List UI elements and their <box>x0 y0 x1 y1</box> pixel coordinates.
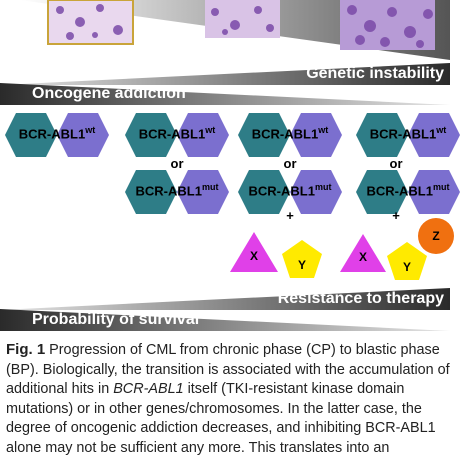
caption-gene-name: BCR-ABL1 <box>113 381 184 398</box>
oncogene-addiction-label: Oncogene addiction <box>32 85 186 102</box>
shape-y-pentagon <box>387 242 427 280</box>
resistance-to-therapy-bar: Resistance to therapy <box>0 288 450 310</box>
figure-label: Fig. 1 <box>6 341 46 358</box>
microscopy-image-ap <box>205 0 280 38</box>
bcr-abl1-mut-pair: BCR-ABL1mut <box>125 170 229 214</box>
shape-z-label: Z <box>432 229 440 243</box>
shape-y-pentagon <box>282 240 322 278</box>
plus-connector: + <box>286 208 294 223</box>
bcr-abl1-wt-pair: BCR-ABL1wt <box>238 113 342 157</box>
genetic-instability-bar: Genetic instability <box>0 63 450 85</box>
resistance-to-therapy-label: Resistance to therapy <box>277 290 444 307</box>
bcr-abl1-wt-pair: BCR-ABL1wt <box>5 113 109 157</box>
probability-of-survival-bar: Probability of survival <box>0 309 450 331</box>
bcr-abl1-mut-pair: BCR-ABL1mut <box>356 170 460 214</box>
bcr-abl1-mut-pair: BCR-ABL1mut <box>238 170 342 214</box>
probability-of-survival-label: Probability of survival <box>32 311 200 328</box>
microscopy-images-strip <box>0 0 474 60</box>
shape-y-label: Y <box>402 260 411 274</box>
caption-text-2: itself (TKI-resistant kinase domain muta… <box>6 381 436 456</box>
bcr-abl1-wt-pair: BCR-ABL1wt <box>356 113 460 157</box>
or-connector: or <box>170 156 184 171</box>
figure-caption: Fig. 1 Progression of CML from chronic p… <box>6 340 468 459</box>
shape-x-triangle <box>230 232 278 272</box>
shape-x-label: X <box>249 249 258 263</box>
shape-z-circle <box>418 218 454 254</box>
genetic-instability-label: Genetic instability <box>306 65 444 82</box>
oncogene-addiction-bar: Oncogene addiction <box>0 83 450 105</box>
shape-x-label: X <box>358 250 367 264</box>
caption-text-1: Progression of CML from chronic phase (C… <box>6 342 450 398</box>
or-connector: or <box>283 156 297 171</box>
plus-connector: + <box>392 208 400 223</box>
shape-y-label: Y <box>297 258 306 272</box>
bcr-abl1-wt-pair: BCR-ABL1wt <box>125 113 229 157</box>
shape-x-triangle <box>340 234 386 272</box>
or-connector: or <box>389 156 403 171</box>
